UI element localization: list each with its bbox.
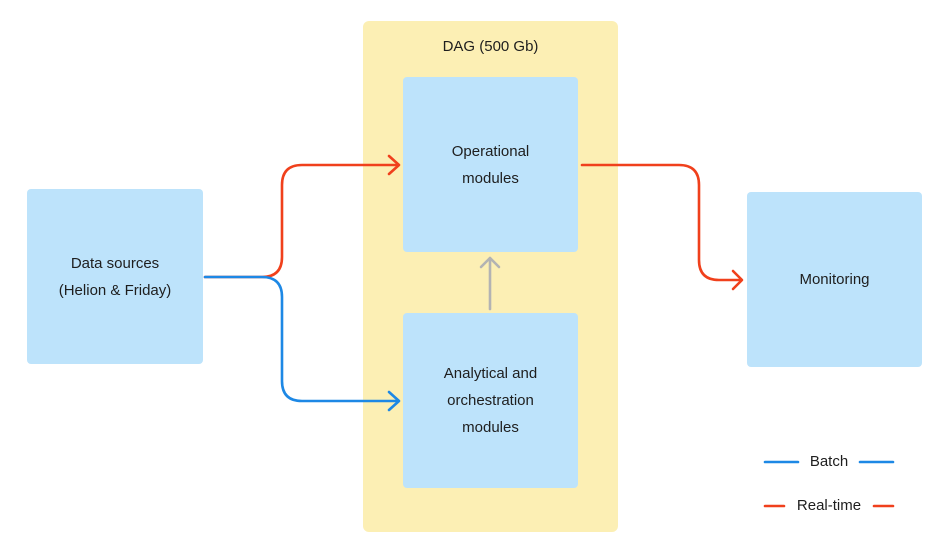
node-monitoring: Monitoring	[747, 192, 922, 367]
arrowhead-monitoring-icon	[731, 269, 744, 291]
legend-realtime-label: Real-time	[796, 497, 862, 514]
legend-batch-label: Batch	[809, 453, 849, 470]
node-analytical-modules: Analytical and orchestration modules	[403, 313, 578, 488]
dag-group-title: DAG (500 Gb)	[442, 38, 539, 55]
node-operational-modules-label: Operational modules	[451, 142, 530, 187]
node-operational-modules: Operational modules	[403, 77, 578, 252]
node-data-sources-label: Data sources (Helion & Friday)	[58, 254, 172, 299]
node-monitoring-label: Monitoring	[799, 271, 870, 288]
node-data-sources: Data sources (Helion & Friday)	[27, 189, 203, 364]
node-analytical-modules-label: Analytical and orchestration modules	[443, 365, 538, 436]
